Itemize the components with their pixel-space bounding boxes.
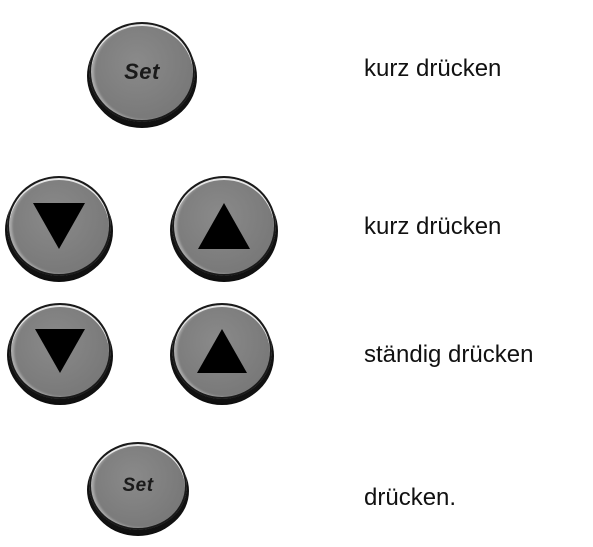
- step-2-text: kurz drücken: [364, 213, 502, 240]
- triangle-up-icon: [197, 329, 247, 373]
- down-button[interactable]: [7, 176, 111, 276]
- step-1-text: kurz drücken: [364, 55, 502, 82]
- set-button-label: Set: [124, 59, 160, 84]
- triangle-down-icon: [35, 329, 85, 373]
- up-button[interactable]: [172, 176, 276, 276]
- down-button[interactable]: [9, 303, 111, 399]
- set-button[interactable]: Set: [89, 442, 187, 530]
- step-4-text: drücken.: [364, 484, 457, 511]
- step-3-text: ständig drücken: [364, 341, 534, 368]
- up-button[interactable]: [172, 303, 272, 399]
- triangle-up-icon: [198, 203, 250, 249]
- set-button[interactable]: Set: [89, 22, 195, 122]
- set-button-label: Set: [122, 475, 154, 496]
- triangle-down-icon: [33, 203, 85, 249]
